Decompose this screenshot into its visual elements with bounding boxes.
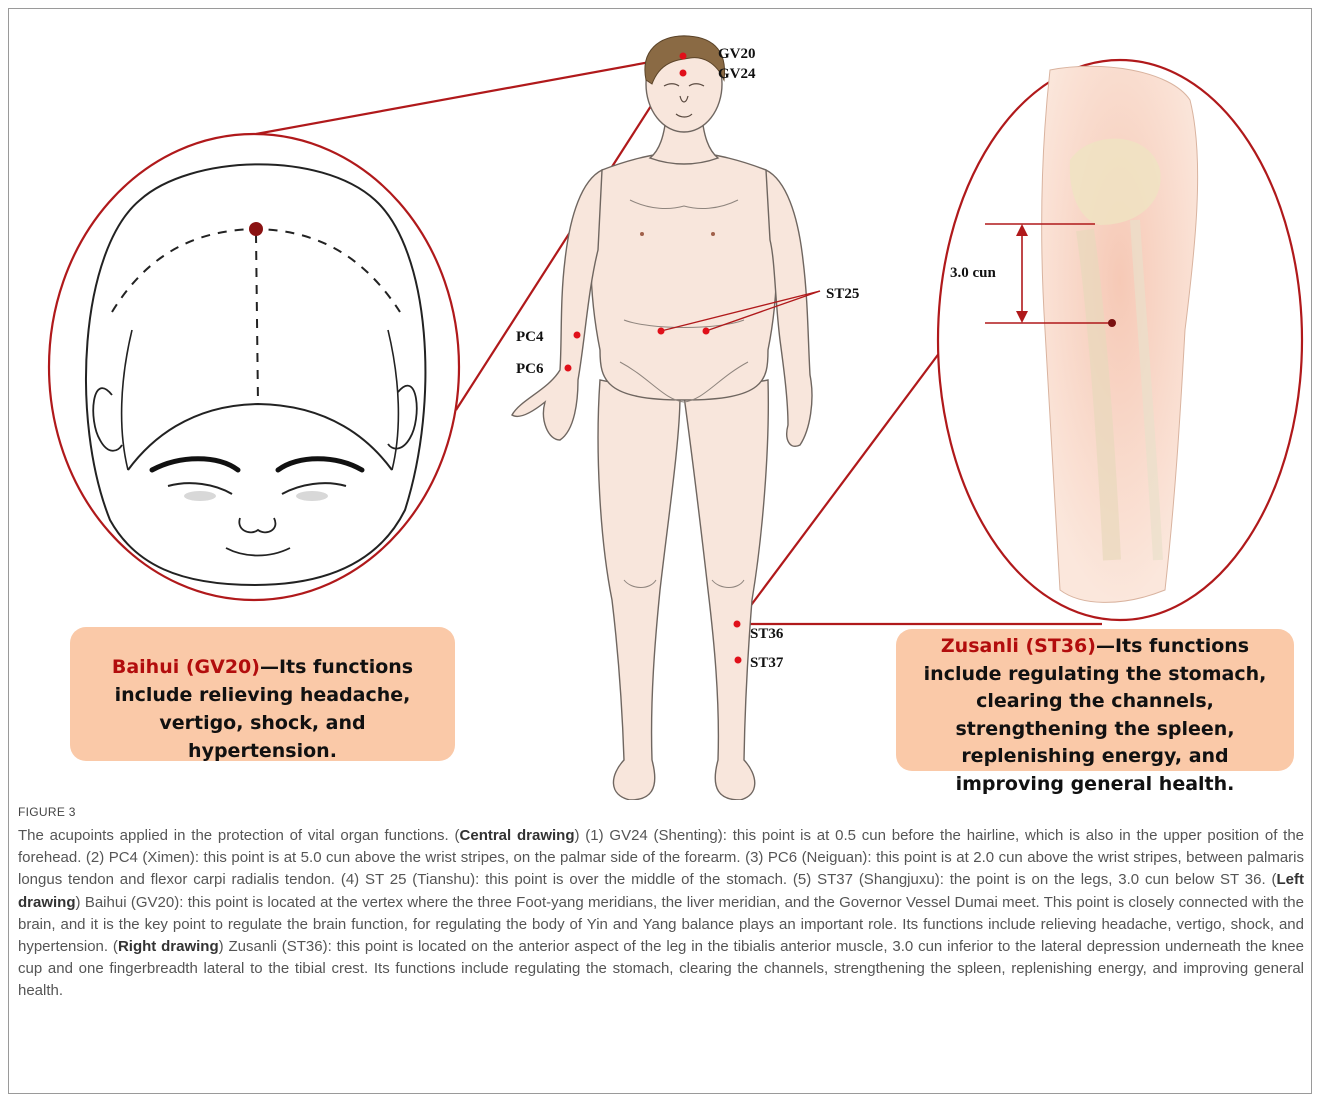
st25-left-point xyxy=(658,328,665,335)
label-pc4: PC4 xyxy=(516,329,544,345)
label-st25: ST25 xyxy=(826,286,859,302)
label-leg-measure: 3.0 cun xyxy=(950,265,997,281)
zusanli-callout: Zusanli (ST36)—Its functions include reg… xyxy=(896,629,1294,771)
gv24-point xyxy=(680,70,687,77)
st37-point xyxy=(735,657,742,664)
caption-intro: The acupoints applied in the protection … xyxy=(18,827,460,844)
label-st37: ST37 xyxy=(750,655,784,671)
figure-label: FIGURE 3 xyxy=(18,805,1304,819)
body-figure xyxy=(512,36,812,800)
caption-text: The acupoints applied in the protection … xyxy=(18,825,1304,1003)
caption-central-heading: Central drawing xyxy=(460,827,575,844)
head-top-view-drawing xyxy=(49,134,459,600)
st36-point-zoom xyxy=(1108,319,1116,327)
label-pc6: PC6 xyxy=(516,361,544,377)
st25-right-point xyxy=(703,328,710,335)
gv20-point-zoom xyxy=(249,222,263,236)
baihui-callout: Baihui (GV20)—Its functions include reli… xyxy=(70,627,455,761)
label-st36: ST36 xyxy=(750,626,784,642)
label-gv24: GV24 xyxy=(718,66,756,82)
figure-caption: FIGURE 3 The acupoints applied in the pr… xyxy=(18,805,1304,1003)
caption-right-heading: Right drawing xyxy=(118,938,219,955)
st36-point xyxy=(734,621,741,628)
pc6-point xyxy=(565,365,572,372)
zusanli-callout-body: —Its functions include regulating the st… xyxy=(924,635,1267,795)
pc4-point xyxy=(574,332,581,339)
gv20-point xyxy=(680,53,687,60)
zusanli-callout-title: Zusanli (ST36) xyxy=(941,635,1096,657)
leg-zoom-drawing: 3.0 cun xyxy=(938,60,1302,620)
label-gv20: GV20 xyxy=(718,46,756,62)
baihui-callout-title: Baihui (GV20) xyxy=(112,656,260,678)
